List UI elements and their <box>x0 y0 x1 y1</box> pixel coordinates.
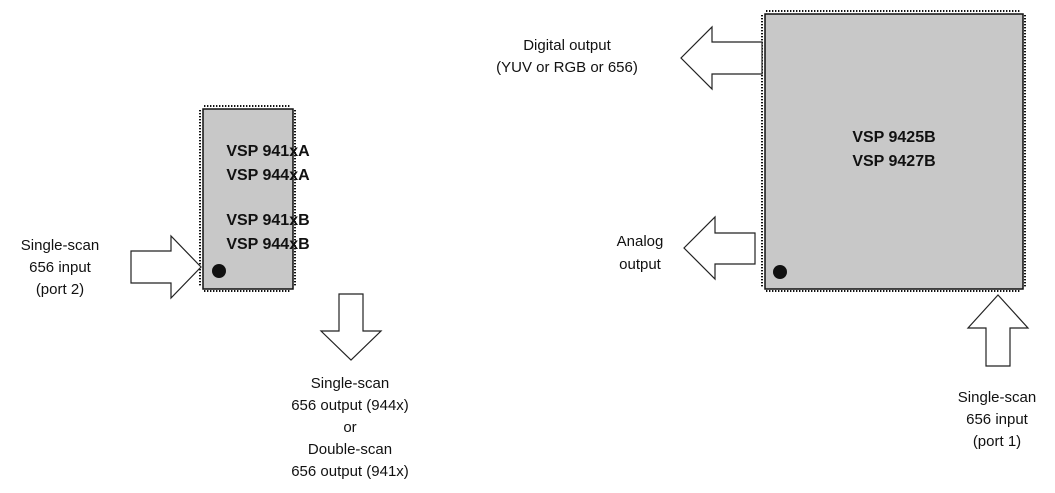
label-analog-output-line-2: output <box>619 256 662 273</box>
chip-right-line-2: VSP 9427B <box>852 153 935 170</box>
chip-left: VSP 941xA VSP 944xA VSP 941xB VSP 944xB <box>199 105 310 292</box>
label-digital-output-line-1: Digital output <box>523 37 611 54</box>
label-digital-output: Digital output (YUV or RGB or 656) <box>496 37 638 76</box>
chip-left-line-3: VSP 941xB <box>226 212 309 229</box>
label-output-left: Single-scan 656 output (944x) or Double-… <box>291 375 409 480</box>
label-output-left-line-5: 656 output (941x) <box>291 463 409 480</box>
label-input-port1: Single-scan 656 input (port 1) <box>958 389 1036 450</box>
label-output-left-line-2: 656 output (944x) <box>291 397 409 414</box>
label-analog-output-line-1: Analog <box>617 233 664 250</box>
chip-left-body <box>202 108 294 290</box>
label-input-port1-line-3: (port 1) <box>973 433 1021 450</box>
chip-right-line-1: VSP 9425B <box>852 129 935 146</box>
chip-left-line-1: VSP 941xA <box>226 143 310 160</box>
label-output-left-line-1: Single-scan <box>311 375 389 392</box>
arrow-input-port1 <box>966 294 1030 367</box>
arrow-digital-output <box>680 25 763 91</box>
chip-left-line-4: VSP 944xB <box>226 236 309 253</box>
arrow-output-left <box>319 293 383 361</box>
chip-left-line-2: VSP 944xA <box>226 167 310 184</box>
label-output-left-line-3: or <box>343 419 356 436</box>
arrow-input-port2 <box>130 234 202 300</box>
label-digital-output-line-2: (YUV or RGB or 656) <box>496 59 638 76</box>
label-input-port2-line-2: 656 input <box>29 259 92 276</box>
chip-right-body <box>764 13 1024 290</box>
label-input-port1-line-2: 656 input <box>966 411 1029 428</box>
chip-right-pin1-dot <box>773 265 787 279</box>
arrow-analog-output <box>683 215 756 281</box>
label-analog-output: Analog output <box>617 233 664 273</box>
label-input-port2-line-3: (port 2) <box>36 281 84 298</box>
label-input-port2: Single-scan 656 input (port 2) <box>21 237 99 298</box>
label-output-left-line-4: Double-scan <box>308 441 392 458</box>
label-input-port1-line-1: Single-scan <box>958 389 1036 406</box>
label-input-port2-line-1: Single-scan <box>21 237 99 254</box>
chip-right: VSP 9425B VSP 9427B <box>761 10 1026 292</box>
chip-left-pin1-dot <box>212 264 226 278</box>
